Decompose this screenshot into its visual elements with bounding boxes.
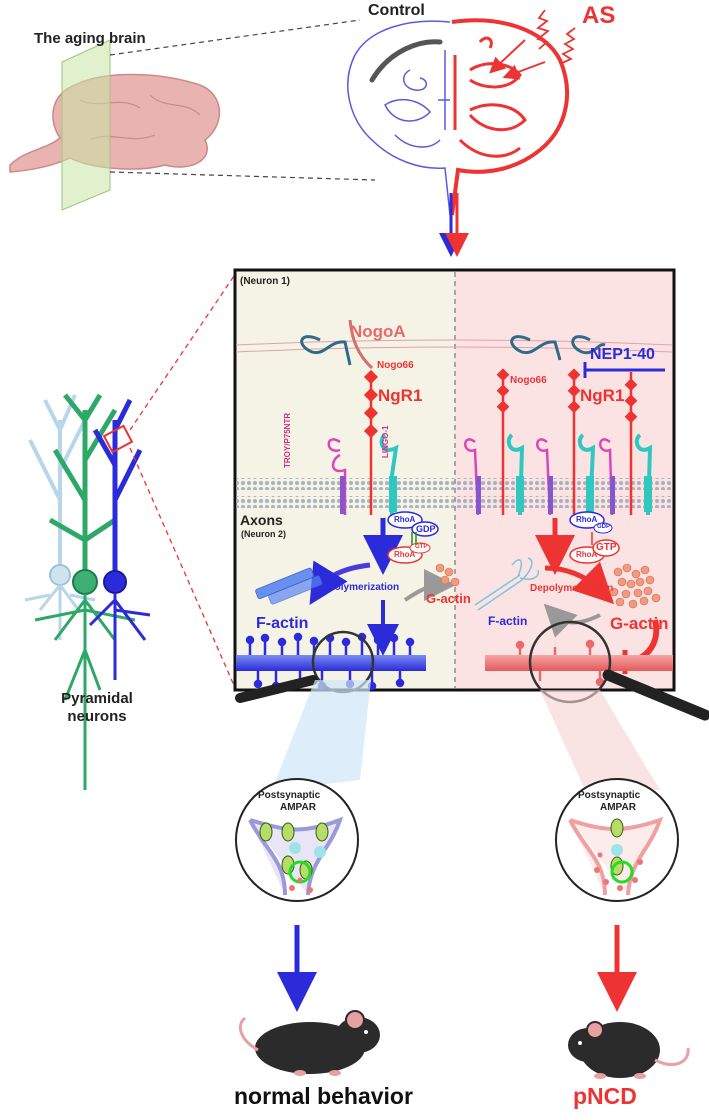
f-actin-label-right: F-actin [488,614,528,628]
as-label: AS [582,2,616,29]
spine-inset-right [555,778,679,902]
zoom-line-top [109,19,361,56]
mouse-normal [238,1010,380,1076]
ngr1-label-left: NgR1 [378,386,423,405]
ampar-label-right: AMPAR [600,802,636,813]
pncd-label: pNCD [573,1083,637,1109]
g-actin-label-right: G-actin [610,614,669,633]
nogo66-label-left: Nogo66 [377,360,414,371]
gdp-label-right: GDP [597,524,611,530]
gtp-label-right: GTP [596,542,617,553]
aging-brain-label: The aging brain [34,30,146,47]
rhoa-gtp-rhoa-right: RhoA [576,550,598,559]
spine-inset-left [235,778,359,902]
nep1-40-label: NEP1-40 [590,346,655,363]
zoom-cone-right [540,690,660,790]
ngr1-label-right: NgR1 [580,386,625,405]
lingo1-label: LINGO-1 [381,425,390,458]
neuron1-label: (Neuron 1) [240,276,290,287]
control-label: Control [368,2,425,19]
axons-label: Axons [240,512,283,528]
mechanism-panel [233,268,676,692]
gtp-label-left: GTP [415,544,428,550]
ampar-label-left: AMPAR [280,802,316,813]
rhoa-gdp-rhoa-right: RhoA [576,515,598,524]
neuron2-label: (Neuron 2) [241,529,286,539]
nogoa-label: NogoA [350,322,406,341]
pyramidal-neurons-label: Pyramidal neurons [61,690,133,725]
gdp-label: GDP [416,524,436,534]
rhoa-gtp-rhoa-left: RhoA [394,550,416,559]
aging-brain-illustration [9,39,221,211]
zoom-cone-left [272,680,371,790]
normal-behavior-label: normal behavior [234,1083,413,1109]
g-actin-label-left: G-actin [426,591,471,606]
zoom-line-bottom [109,171,376,181]
postsynaptic-label-left: Postsynaptic [258,790,321,801]
mouse-pncd [568,1021,690,1079]
coronal-section-control [347,20,451,216]
rhoa-gdp-rhoa: RhoA [394,515,416,524]
coronal-section-as [450,9,576,216]
depolymerization-label: Depolymerization [530,583,614,594]
zoom-line-neuron-bottom [129,447,237,691]
troy-p75ntr-label: TROY/P75NTR [283,412,292,468]
pyramidal-neurons-illustration [24,393,151,790]
nogo66-label-right: Nogo66 [510,375,547,386]
f-actin-label-left: F-actin [256,615,309,632]
postsynaptic-label-right: Postsynaptic [578,790,641,801]
polymerization-label: Polymerization [328,582,400,593]
zoom-line-neuron-top [129,272,237,431]
